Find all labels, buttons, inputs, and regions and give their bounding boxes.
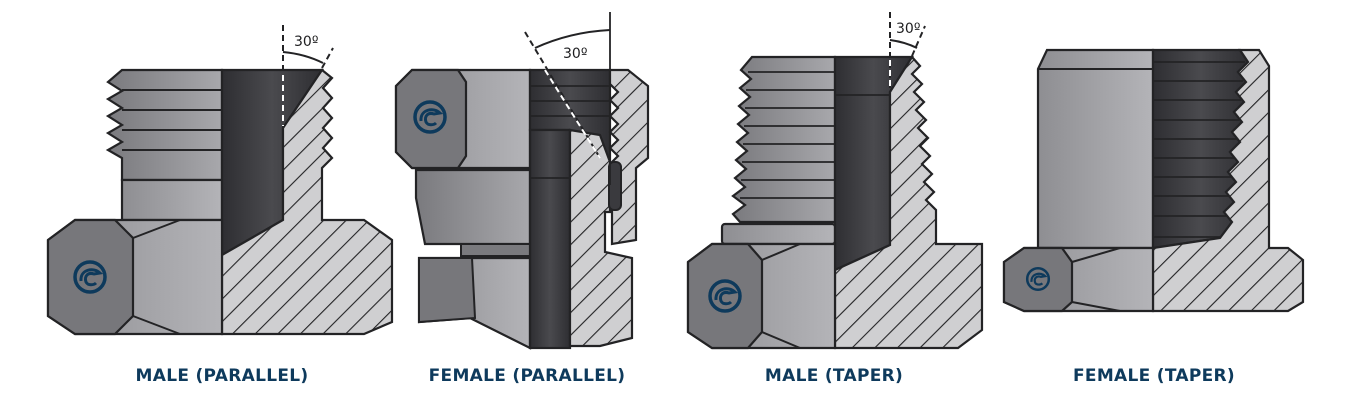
angle-label: 30º	[294, 34, 318, 50]
angle-label: 30º	[896, 21, 920, 37]
male-parallel-fitting: 30º	[46, 25, 394, 336]
caption-male-taper: MALE (TAPER)	[764, 366, 904, 386]
angle-label: 30º	[563, 46, 587, 62]
male-taper-fitting: 30º	[686, 12, 984, 350]
caption-female-parallel: FEMALE (PARALLEL)	[428, 366, 626, 386]
caption-female-taper: FEMALE (TAPER)	[1073, 366, 1235, 386]
female-parallel-fitting: 30º	[394, 12, 650, 350]
caption-male-parallel: MALE (PARALLEL)	[135, 366, 309, 386]
female-taper-fitting	[1002, 48, 1305, 313]
